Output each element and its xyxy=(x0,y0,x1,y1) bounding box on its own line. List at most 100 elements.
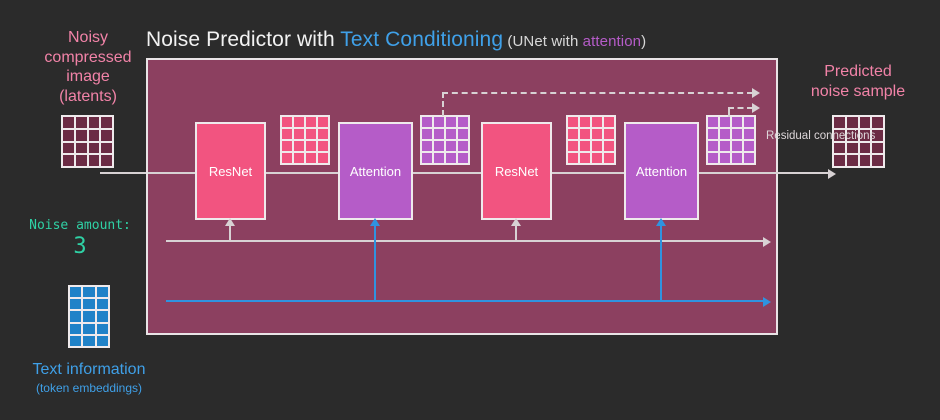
grid-cell xyxy=(458,129,468,139)
grid-cell xyxy=(458,141,468,151)
grid-cell xyxy=(592,117,602,127)
input-flow-line xyxy=(100,172,148,174)
block-attention-1[interactable]: Attention xyxy=(338,122,413,220)
grid-cell xyxy=(101,117,112,128)
text-branch-attention-2 xyxy=(660,226,662,301)
grid-cell xyxy=(604,141,614,151)
grid-cell xyxy=(732,117,742,127)
grid-cell xyxy=(306,117,316,127)
block-resnet-2-label: ResNet xyxy=(494,163,539,179)
grid-cell xyxy=(744,153,754,163)
block-attention-2[interactable]: Attention xyxy=(624,122,699,220)
grid-cell xyxy=(83,287,95,298)
label-text-information-sub: (token embeddings) xyxy=(35,381,143,395)
title-paren-close: ) xyxy=(641,33,647,50)
block-resnet-1[interactable]: ResNet xyxy=(195,122,266,220)
grid-cell xyxy=(834,155,845,166)
grid-cell xyxy=(96,323,108,334)
label-latents-line-4: (latents) xyxy=(59,87,117,105)
text-branch-attention-1-arrowhead-icon xyxy=(370,218,380,226)
residual-1-arrowhead-icon xyxy=(752,88,760,98)
grid-cell xyxy=(294,129,304,139)
grid-cell xyxy=(568,117,578,127)
block-resnet-1-label: ResNet xyxy=(208,163,253,179)
label-residual-connections: Residual connections xyxy=(766,130,876,142)
grid-cell xyxy=(434,117,444,127)
output-flow-line xyxy=(778,172,830,174)
grid-cell xyxy=(859,117,871,128)
grid-cell xyxy=(580,117,590,127)
label-predicted-line-2: noise sample xyxy=(810,82,906,100)
grid-cell xyxy=(63,129,74,141)
grid-cell xyxy=(75,155,87,166)
timestep-branch-resnet-2 xyxy=(515,225,517,241)
grid-cell xyxy=(580,141,590,151)
timestep-branch-resnet-2-arrowhead-icon xyxy=(511,218,521,226)
grid-cell xyxy=(422,129,432,139)
grid-cell xyxy=(70,299,82,310)
grid-cell xyxy=(846,117,858,128)
grid-cell xyxy=(282,153,292,163)
grid-cell xyxy=(446,129,456,139)
block-resnet-2[interactable]: ResNet xyxy=(481,122,552,220)
label-noisy-latents: Noisy compressed image (latents) xyxy=(8,28,168,106)
grid-cell xyxy=(872,129,883,141)
block-attention-2-label: Attention xyxy=(635,163,688,179)
grid-cell xyxy=(732,141,742,151)
grid-cell xyxy=(306,153,316,163)
title-highlight-text-conditioning: Text Conditioning xyxy=(340,28,504,51)
block-attention-1-label: Attention xyxy=(349,163,402,179)
grid-cell xyxy=(434,129,444,139)
timestep-branch-resnet-1 xyxy=(229,225,231,241)
grid-cell xyxy=(88,142,100,154)
grid-cell xyxy=(744,141,754,151)
residual-2-horizontal xyxy=(728,107,753,109)
grid-cell xyxy=(592,141,602,151)
grid-resnet-1-output xyxy=(280,115,330,165)
grid-cell xyxy=(70,287,82,298)
grid-cell xyxy=(604,129,614,139)
timestep-branch-resnet-1-arrowhead-icon xyxy=(225,218,235,226)
grid-cell xyxy=(446,117,456,127)
grid-cell xyxy=(859,155,871,166)
grid-cell xyxy=(83,311,95,322)
grid-cell xyxy=(75,117,87,128)
grid-cell xyxy=(282,129,292,139)
grid-cell xyxy=(708,141,718,151)
grid-cell xyxy=(568,141,578,151)
grid-cell xyxy=(720,141,730,151)
grid-cell xyxy=(422,141,432,151)
grid-cell xyxy=(318,153,328,163)
grid-cell xyxy=(88,129,100,141)
grid-cell xyxy=(568,153,578,163)
grid-cell xyxy=(282,117,292,127)
grid-cell xyxy=(744,129,754,139)
grid-cell xyxy=(282,141,292,151)
grid-cell xyxy=(63,142,74,154)
label-latents-line-1: Noisy xyxy=(67,29,108,46)
residual-2-vertical xyxy=(728,107,730,117)
label-noise-amount: Noise amount: xyxy=(29,218,131,233)
grid-cell xyxy=(846,129,858,141)
grid-cell xyxy=(318,117,328,127)
grid-cell xyxy=(834,129,845,141)
grid-cell xyxy=(83,299,95,310)
grid-latents-input xyxy=(61,115,114,168)
label-noise-amount-value: 3 xyxy=(73,234,87,259)
grid-cell xyxy=(732,153,742,163)
residual-2-arrowhead-icon xyxy=(752,103,760,113)
grid-cell xyxy=(88,117,100,128)
title-paren-open: (UNet with xyxy=(503,33,583,50)
grid-cell xyxy=(101,155,112,166)
grid-cell xyxy=(434,141,444,151)
grid-cell xyxy=(434,153,444,163)
timestep-line-arrowhead-icon xyxy=(763,237,771,247)
grid-cell xyxy=(732,129,742,139)
grid-cell xyxy=(446,141,456,151)
grid-text-embeddings xyxy=(68,285,110,348)
grid-cell xyxy=(872,142,883,154)
text-conditioning-arrowhead-icon xyxy=(763,297,771,307)
grid-cell xyxy=(63,155,74,166)
label-latents-line-3: image xyxy=(66,68,110,86)
